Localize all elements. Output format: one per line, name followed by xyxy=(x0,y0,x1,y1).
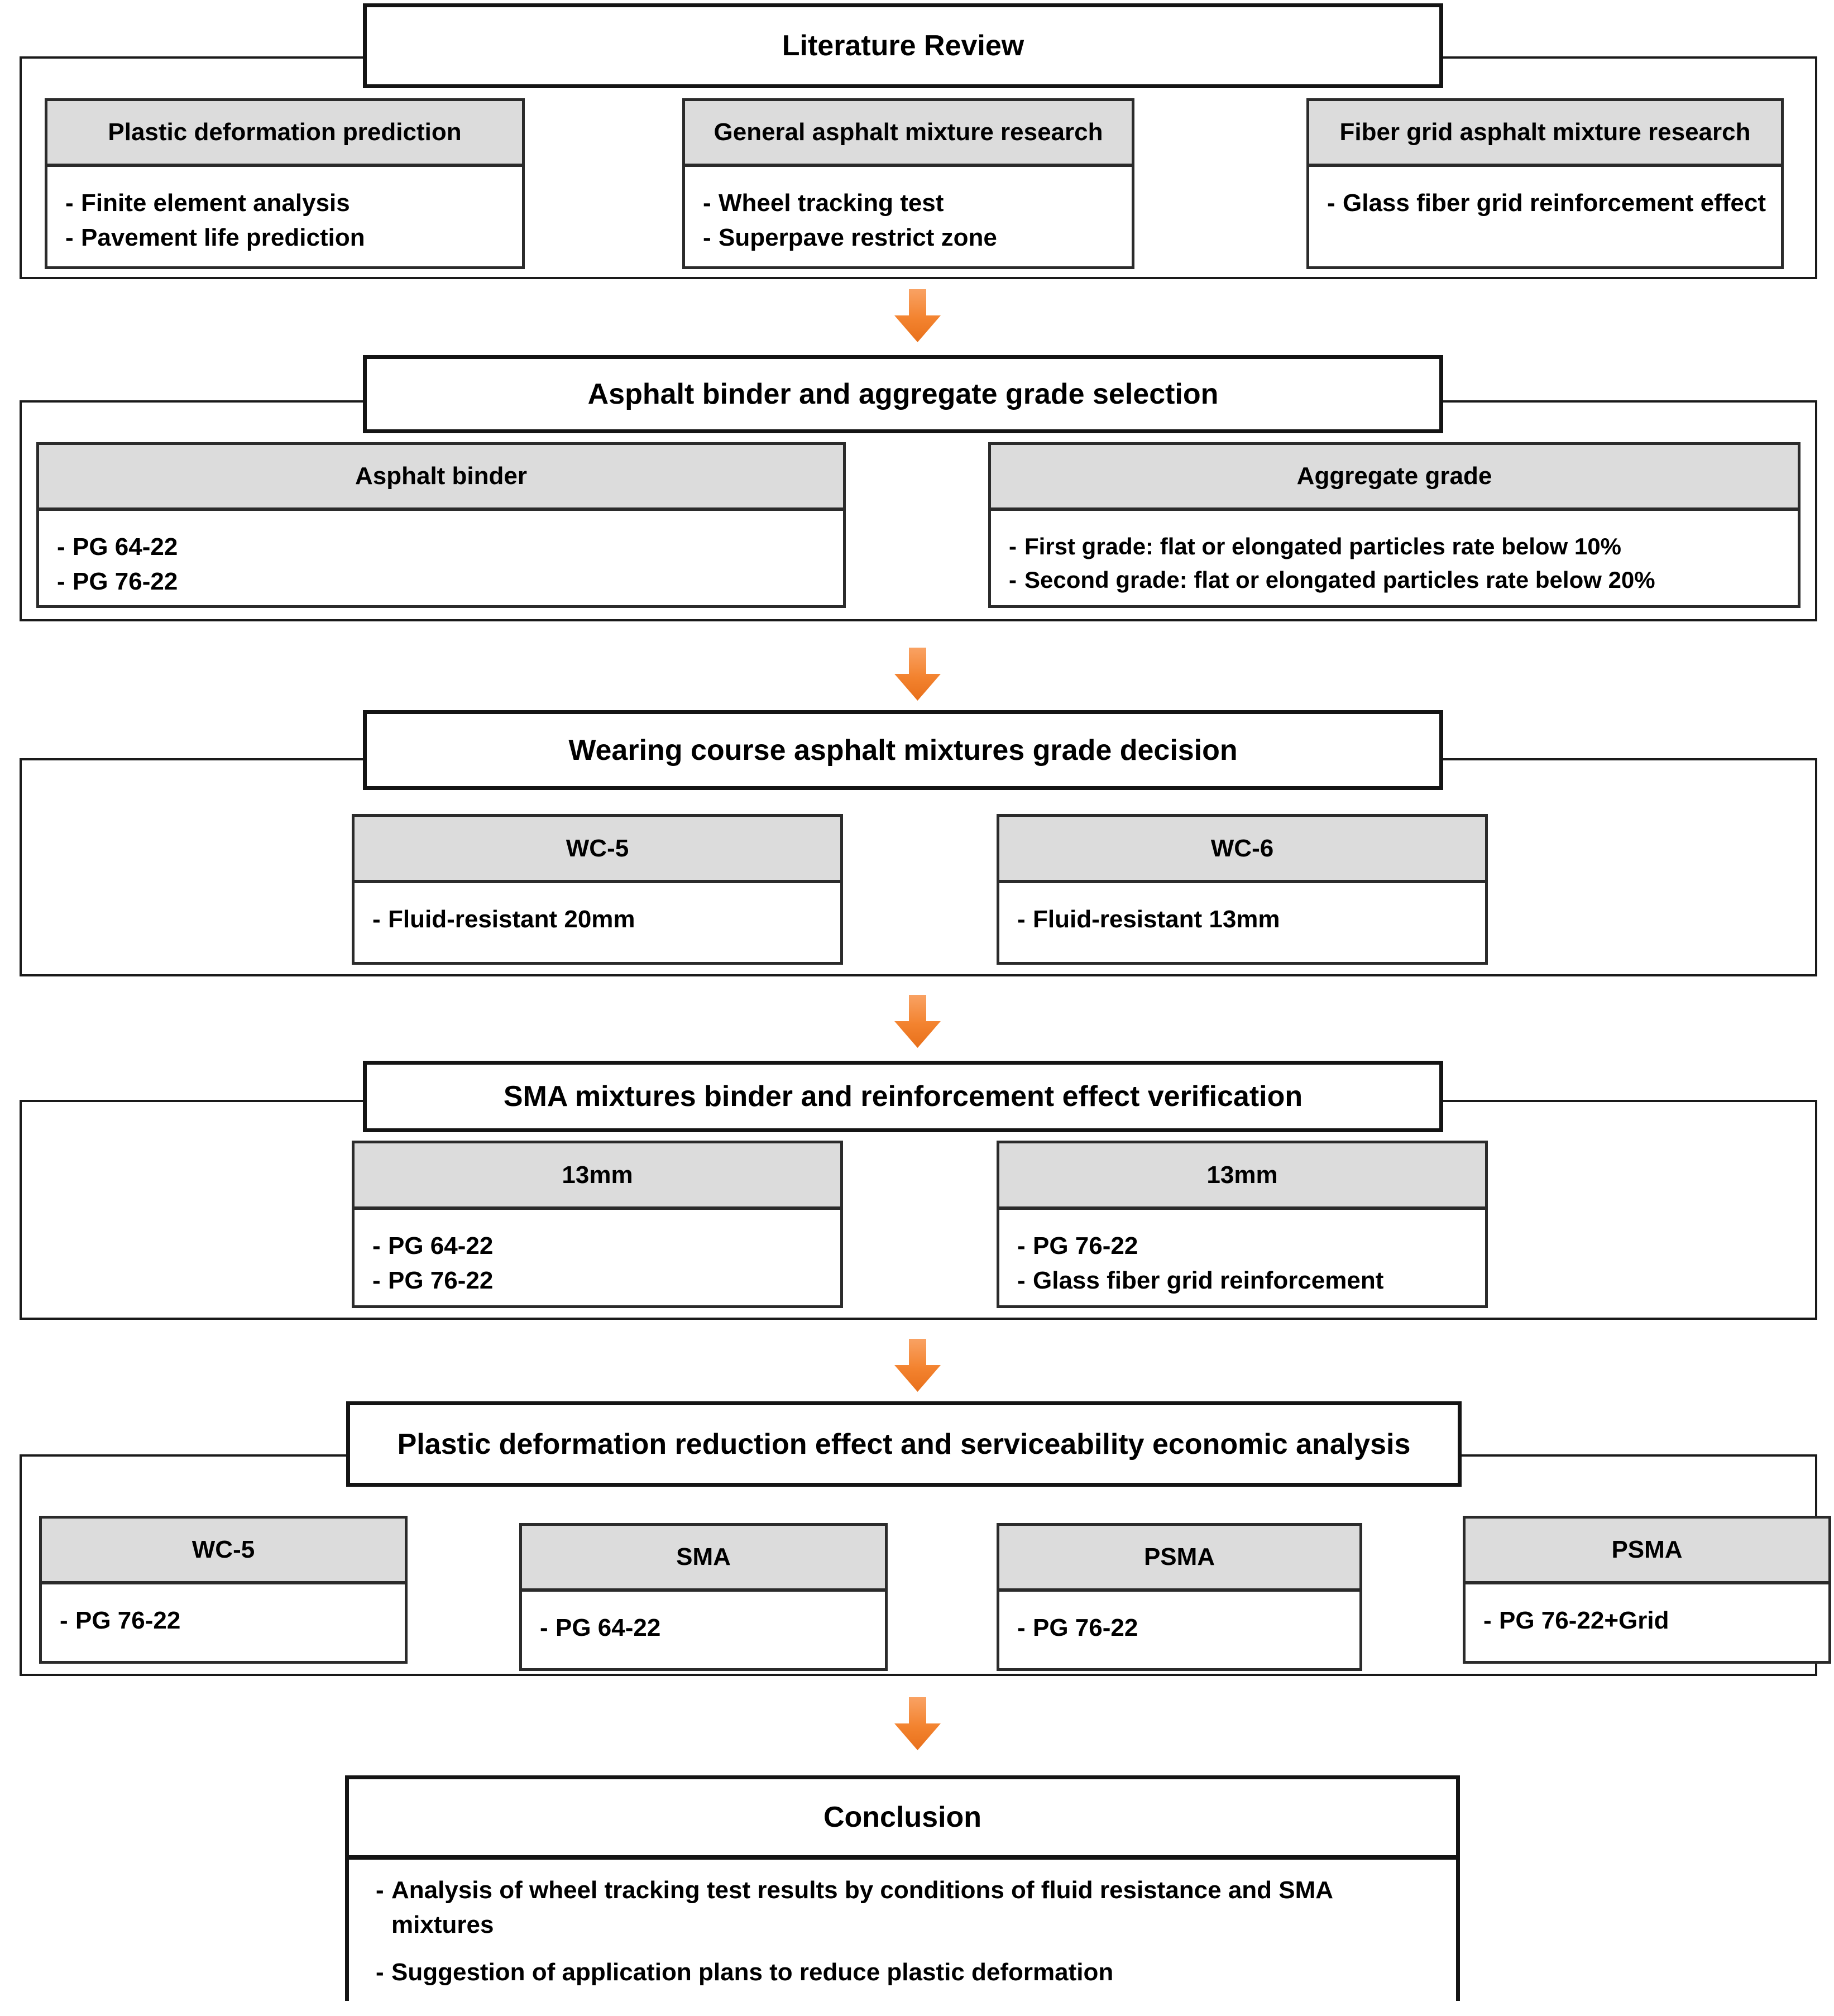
card-header: PSMA xyxy=(1466,1519,1828,1584)
card-body: PG 76-22+Grid xyxy=(1466,1584,1828,1661)
bullet-item: Finite element analysis xyxy=(62,186,507,221)
bullet-item: Fluid-resistant 13mm xyxy=(1014,902,1471,937)
stage-title-text: Plastic deformation reduction effect and… xyxy=(397,1428,1411,1460)
card-sma-13mm-reinforced: 13mm PG 76-22 Glass fiber grid reinforce… xyxy=(997,1141,1488,1308)
bullet-item: PG 64-22 xyxy=(369,1229,826,1264)
card-psma-pg76: PSMA PG 76-22 xyxy=(997,1523,1362,1671)
bullet-item: Glass fiber grid reinforcement xyxy=(1014,1263,1471,1299)
stage-title-wearing-course-grade: Wearing course asphalt mixtures grade de… xyxy=(363,710,1443,790)
card-sma-13mm-binder: 13mm PG 64-22 PG 76-22 xyxy=(352,1141,843,1308)
card-body: Glass fiber grid reinforcement effect xyxy=(1309,167,1781,266)
stage-title-sma-verification: SMA mixtures binder and reinforcement ef… xyxy=(363,1061,1443,1132)
card-header-text: WC-5 xyxy=(191,1536,255,1563)
stage-title-text: Asphalt binder and aggregate grade selec… xyxy=(587,378,1219,410)
card-body: PG 64-22 PG 76-22 xyxy=(39,511,843,605)
bullet-item: PG 64-22 xyxy=(537,1611,870,1646)
card-general-asphalt-mixture-research: General asphalt mixture research Wheel t… xyxy=(682,98,1134,269)
card-header-text: 13mm xyxy=(1206,1161,1278,1189)
stage-title-text: Literature Review xyxy=(782,30,1024,62)
card-header-text: PSMA xyxy=(1143,1543,1215,1570)
card-header-text: Aggregate grade xyxy=(1296,462,1492,490)
card-body: Analysis of wheel tracking test results … xyxy=(349,1860,1456,2004)
bullet-item: First grade: flat or elongated particles… xyxy=(1005,530,1783,563)
bullet-item: Superpave restrict zone xyxy=(700,221,1117,256)
stage-title-text: SMA mixtures binder and reinforcement ef… xyxy=(503,1080,1303,1113)
bullet-item: Analysis of wheel tracking test results … xyxy=(372,1873,1433,1943)
bullet-item: PG 76-22 xyxy=(54,564,829,600)
card-body: Fluid-resistant 20mm xyxy=(355,883,840,962)
bullet-item: Glass fiber grid reinforcement effect xyxy=(1324,186,1766,221)
card-body: PG 64-22 PG 76-22 xyxy=(355,1210,840,1305)
card-body: Fluid-resistant 13mm xyxy=(999,883,1485,962)
bullet-item: PG 76-22+Grid xyxy=(1480,1603,1814,1639)
card-header-text: General asphalt mixture research xyxy=(714,118,1103,146)
card-asphalt-binder: Asphalt binder PG 64-22 PG 76-22 xyxy=(36,442,846,608)
conclusion-header: Conclusion xyxy=(349,1779,1456,1860)
stage-title-deformation-reduction-economic: Plastic deformation reduction effect and… xyxy=(346,1401,1462,1487)
card-conclusion: Conclusion Analysis of wheel tracking te… xyxy=(345,1775,1460,2004)
card-wc-5-pg76: WC-5 PG 76-22 xyxy=(39,1516,408,1664)
bullet-item: PG 76-22 xyxy=(56,1603,390,1639)
down-arrow-icon xyxy=(890,995,945,1051)
card-header: Fiber grid asphalt mixture research xyxy=(1309,101,1781,167)
stage-title-text: Wearing course asphalt mixtures grade de… xyxy=(568,734,1238,767)
card-header: PSMA xyxy=(999,1526,1359,1592)
card-plastic-deformation-prediction: Plastic deformation prediction Finite el… xyxy=(45,98,525,269)
card-header-text: WC-6 xyxy=(1210,834,1274,862)
card-body: PG 64-22 xyxy=(522,1592,885,1668)
card-header: 13mm xyxy=(355,1143,840,1210)
card-psma-pg76-grid: PSMA PG 76-22+Grid xyxy=(1463,1516,1831,1664)
card-body: First grade: flat or elongated particles… xyxy=(991,511,1798,605)
bullet-item: PG 76-22 xyxy=(1014,1611,1345,1646)
bullet-item: PG 64-22 xyxy=(54,530,829,565)
bullet-item: PG 76-22 xyxy=(369,1263,826,1299)
card-header-text: WC-5 xyxy=(566,834,629,862)
card-header: Plastic deformation prediction xyxy=(47,101,522,167)
card-body: PG 76-22 Glass fiber grid reinforcement xyxy=(999,1210,1485,1305)
bullet-item: PG 76-22 xyxy=(1014,1229,1471,1264)
card-body: PG 76-22 xyxy=(999,1592,1359,1668)
card-header-text: SMA xyxy=(676,1543,731,1570)
card-header: Aggregate grade xyxy=(991,445,1798,511)
bullet-item: Wheel tracking test xyxy=(700,186,1117,221)
card-header: Asphalt binder xyxy=(39,445,843,511)
card-wc-5: WC-5 Fluid-resistant 20mm xyxy=(352,814,843,965)
stage-container-wearing-course-grade xyxy=(20,758,1817,976)
bullet-item: Suggestion of application plans to reduc… xyxy=(372,1955,1433,1990)
bullet-item: Fluid-resistant 20mm xyxy=(369,902,826,937)
stage-title-literature-review: Literature Review xyxy=(363,3,1443,88)
card-body: PG 76-22 xyxy=(42,1584,405,1661)
card-aggregate-grade: Aggregate grade First grade: flat or elo… xyxy=(988,442,1801,608)
bullet-item: Second grade: flat or elongated particle… xyxy=(1005,563,1783,597)
card-header-text: Fiber grid asphalt mixture research xyxy=(1339,118,1751,146)
stage-container-sma-verification xyxy=(20,1100,1817,1320)
bullet-item: Pavement life prediction xyxy=(62,221,507,256)
card-body: Finite element analysis Pavement life pr… xyxy=(47,167,522,266)
stage-title-binder-aggregate-selection: Asphalt binder and aggregate grade selec… xyxy=(363,355,1443,433)
down-arrow-icon xyxy=(890,1339,945,1395)
card-header-text: Asphalt binder xyxy=(355,462,528,490)
card-header: SMA xyxy=(522,1526,885,1592)
card-header-text: PSMA xyxy=(1611,1536,1683,1563)
down-arrow-icon xyxy=(890,1697,945,1754)
card-header: WC-5 xyxy=(355,817,840,883)
card-wc-6: WC-6 Fluid-resistant 13mm xyxy=(997,814,1488,965)
card-header: WC-5 xyxy=(42,1519,405,1584)
card-header: WC-6 xyxy=(999,817,1485,883)
card-header: General asphalt mixture research xyxy=(685,101,1132,167)
card-sma-pg64: SMA PG 64-22 xyxy=(519,1523,888,1671)
card-fiber-grid-asphalt-mixture-research: Fiber grid asphalt mixture research Glas… xyxy=(1306,98,1784,269)
card-header: 13mm xyxy=(999,1143,1485,1210)
conclusion-header-text: Conclusion xyxy=(823,1801,982,1833)
down-arrow-icon xyxy=(890,289,945,346)
down-arrow-icon xyxy=(890,648,945,704)
card-header-text: 13mm xyxy=(562,1161,633,1189)
card-body: Wheel tracking test Superpave restrict z… xyxy=(685,167,1132,266)
card-header-text: Plastic deformation prediction xyxy=(108,118,462,146)
